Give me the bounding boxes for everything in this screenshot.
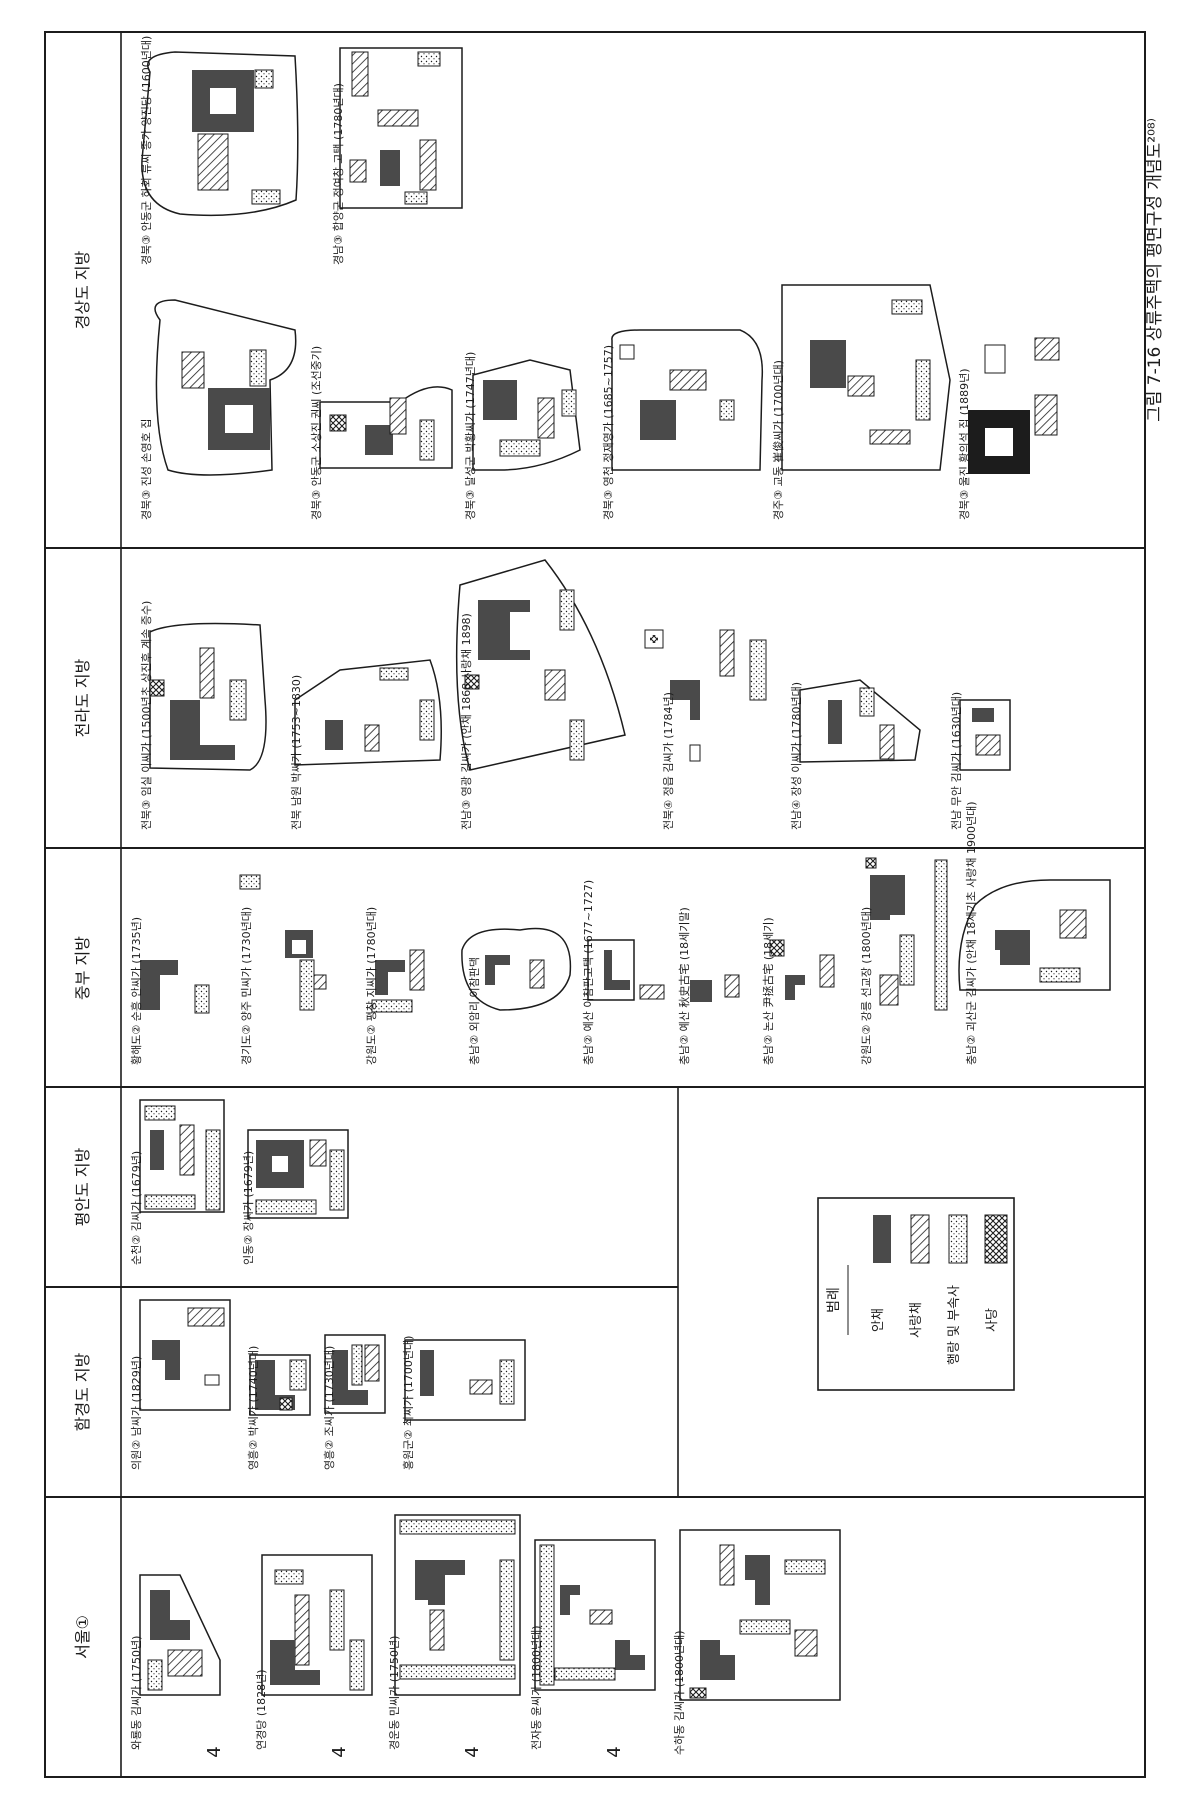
house-plan [644,629,767,762]
house-plan [404,1339,526,1421]
house-label: 충남② 예산 이참판고택 (1677~1727) [582,880,595,1065]
house-plan [149,622,267,771]
legend-swatch-haengnang [948,1214,968,1264]
house-plan [781,284,951,471]
table-frame [44,31,1146,1778]
figure-caption: 그림 7-16 상류주택의 평면구성 개념도²⁰⁸⁾ [1145,118,1165,422]
region-title-jungbu: 중부 지방 [73,936,92,1000]
legend-box [817,1197,1015,1391]
house-label: 경남③ 합양군 정여창 고택 (1780년대) [332,83,345,265]
region-title-gyeongsang: 경상도 지방 [73,250,92,329]
house-plans [139,47,1111,1701]
outer-border [44,31,1146,1778]
house-label: 충남② 외암리 이참판댁 [468,957,481,1065]
house-label: 영흥② 박씨가 (1740년대) [246,1346,260,1470]
house-plan [472,359,581,471]
house-label: 전남 무안 김씨가 (1630년대) [950,692,963,830]
house-number: 4 [462,1746,483,1757]
house-plan [958,879,1111,991]
house-number: 4 [204,1746,225,1757]
legend: 범례 안채 사랑채 행랑 및 부속사 사당 [817,1197,1015,1391]
house-label: 황해도② 순흥 안씨가 (1735년) [129,917,143,1065]
house-label: 인동② 장씨가 (1679년) [242,1151,255,1265]
house-label: 경북③ 진성 손영호 집 [140,419,153,520]
house-plan [339,47,463,209]
house-label: 경북③ 안동군 소상진 권씨 (조선중기) [310,346,323,520]
house-label: 전북④ 정읍 김씨가 (1784년) [662,692,675,830]
house-plan [959,699,1011,771]
house-plan [139,1299,231,1411]
house-label: 전북 남원 박씨가 (1753~1830) [290,675,303,830]
house-label: 전남④ 장성 이씨가 (1780년대) [790,682,803,830]
house-label: 경북③ 영천 정재영가 (1685~1757) [601,345,615,520]
house-label: 의원② 남씨가 (1829년) [130,1356,143,1470]
house-label: 강원도② 평창 지씨가 (1780년대) [365,907,378,1065]
house-label: 강원도② 강릉 선교장 (1800년대) [860,907,873,1065]
house-label: 경북③ 달성군 박황씨가 (1747년대) [464,352,477,520]
house-label: 충남② 논산 尹拯古宅 (18세기) [761,917,775,1065]
region-titles: 경상도 지방 전라도 지방 중부 지방 평안도 지방 함경도 지방 서울① [73,250,92,1659]
house-plan [455,559,626,771]
legend-label-sarangchae: 사랑채 [909,1302,924,1338]
house-plan [324,1334,386,1414]
legend-swatch-sarangchae [910,1214,930,1264]
house-plan [865,857,948,1011]
house-plan [239,874,327,1011]
house-label: 경주③ 교동 崔俊씨가 (1700년대) [771,360,785,520]
legend-label-haengnang: 행랑 및 부속사 [946,1285,962,1365]
house-plan [534,1539,656,1691]
house-label: 홍원군② 최씨가 (1700년대) [401,1336,415,1470]
house-plan [690,974,740,1002]
house-plan [294,659,442,766]
legend-swatch-sadang [984,1214,1008,1264]
house-label: 충남② 예산 秋史古宅 (18세기말) [677,907,691,1065]
house-label: 경북③ 울진 황의석 집 (1889년) [958,368,971,520]
house-label: 영흥② 조씨가 (1730년대) [322,1346,336,1470]
house-plan [799,679,921,763]
house-number: 4 [329,1746,350,1757]
house-label: 전북③ 임실 이씨가 (1500년초 상진후 계속 증수) [140,601,153,830]
house-plan [371,949,425,1013]
legend-label-anchae: 안채 [871,1308,886,1332]
legend-swatch-anchae [873,1215,891,1263]
region-title-jeolla: 전라도 지방 [73,658,92,737]
legend-label-sadang: 사당 [985,1308,1000,1332]
house-plan [319,386,453,469]
house-plan [968,337,1060,474]
house-label: 전자동 윤씨가 (1800년대) [530,1625,543,1750]
house-label: 전남③ 영광 김씨가 (안채 1868 사랑채 1898) [460,613,473,830]
house-label: 경기도② 양주 민씨가 (1730년대) [240,907,253,1065]
house-plan [141,51,299,217]
house-label: 연경당 (1828년) [255,1669,268,1750]
house-plan [461,927,572,1011]
house-plan [139,1099,225,1213]
house-plan [587,939,665,1001]
house-plan [154,299,297,476]
house-plan [611,329,764,471]
house-labels: 와룡동 김씨가 (1750년) 4 연경당 (1828년) 4 경운동 민씨가 (175… [129,36,978,1758]
house-plan [249,1354,311,1416]
house-label: 경북③ 안동군 하회 류씨 종가 양진당 (1600년대) [139,36,153,265]
region-title-pyeongan: 평안도 지방 [73,1147,92,1226]
house-plan [247,1129,349,1219]
house-label: 와룡동 김씨가 (1750년) [130,1636,143,1750]
house-plan [139,1574,221,1696]
house-number: 4 [604,1746,625,1757]
house-plan [140,960,210,1014]
legend-title: 범례 [826,1287,842,1313]
house-label: 수하동 김씨가 (1800년대) [672,1630,686,1755]
house-label: 순천② 김씨가 (1679년) [129,1151,143,1265]
house-plan [394,1514,521,1696]
house-plan [769,939,835,1000]
house-label: 충남② 괴산군 김씨가 (안채 18세기초 사랑채 1900년대) [965,801,978,1065]
house-label: 경운동 민씨가 (1750년) [388,1636,401,1750]
region-title-hamgyeong: 함경도 지방 [73,1352,92,1431]
region-title-seoul: 서울① [73,1615,92,1659]
house-plan [261,1554,373,1696]
house-plan [679,1529,841,1701]
